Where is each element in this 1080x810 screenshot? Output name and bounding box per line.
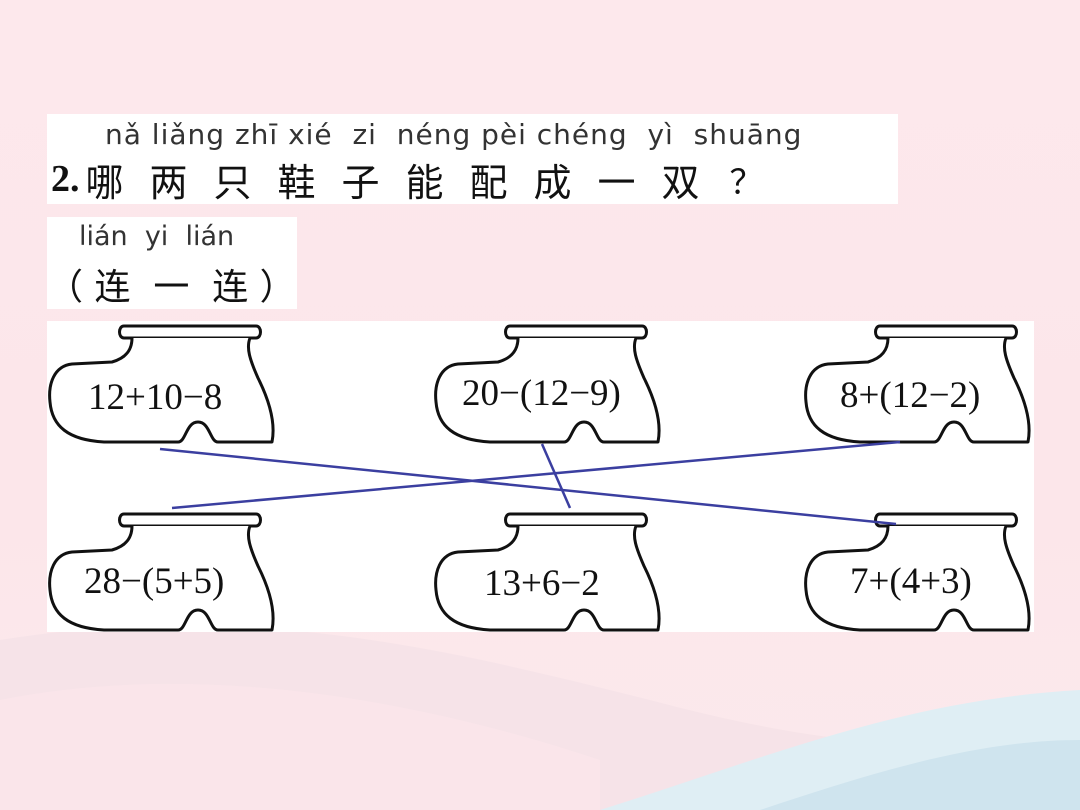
instruction-pinyin: lián yi lián (79, 220, 235, 252)
shoe-expression: 20−(12−9) (462, 373, 621, 414)
instruction-text: （ 连 一 连 ） (47, 267, 296, 308)
instruction: lián yi lián （ 连 一 连 ） (47, 217, 297, 309)
shoe-expression: 8+(12−2) (840, 375, 981, 416)
question-title: nǎ liǎng zhī xié zi néng pèi chéng yì sh… (47, 114, 898, 205)
question-mark: ？ (729, 162, 764, 203)
shoe-top-2[interactable]: 20−(12−9) (432, 322, 662, 447)
shoe-bottom-3[interactable]: 7+(4+3) (802, 510, 1032, 635)
shoe-top-1[interactable]: 12+10−8 (46, 322, 276, 447)
shoe-expression: 13+6−2 (484, 563, 600, 604)
shoe-expression: 28−(5+5) (84, 561, 225, 602)
shoe-expression: 12+10−8 (88, 377, 223, 418)
shoe-bottom-1[interactable]: 28−(5+5) (46, 510, 276, 635)
shoe-bottom-2[interactable]: 13+6−2 (432, 510, 662, 635)
question-number: 2. (51, 158, 80, 200)
question-pinyin: nǎ liǎng zhī xié zi néng pèi chéng yì sh… (105, 117, 803, 151)
shoe-top-3[interactable]: 8+(12−2) (802, 322, 1032, 447)
question-text: 哪两只鞋子能配成一双 (85, 160, 726, 205)
shoe-expression: 7+(4+3) (850, 561, 972, 602)
